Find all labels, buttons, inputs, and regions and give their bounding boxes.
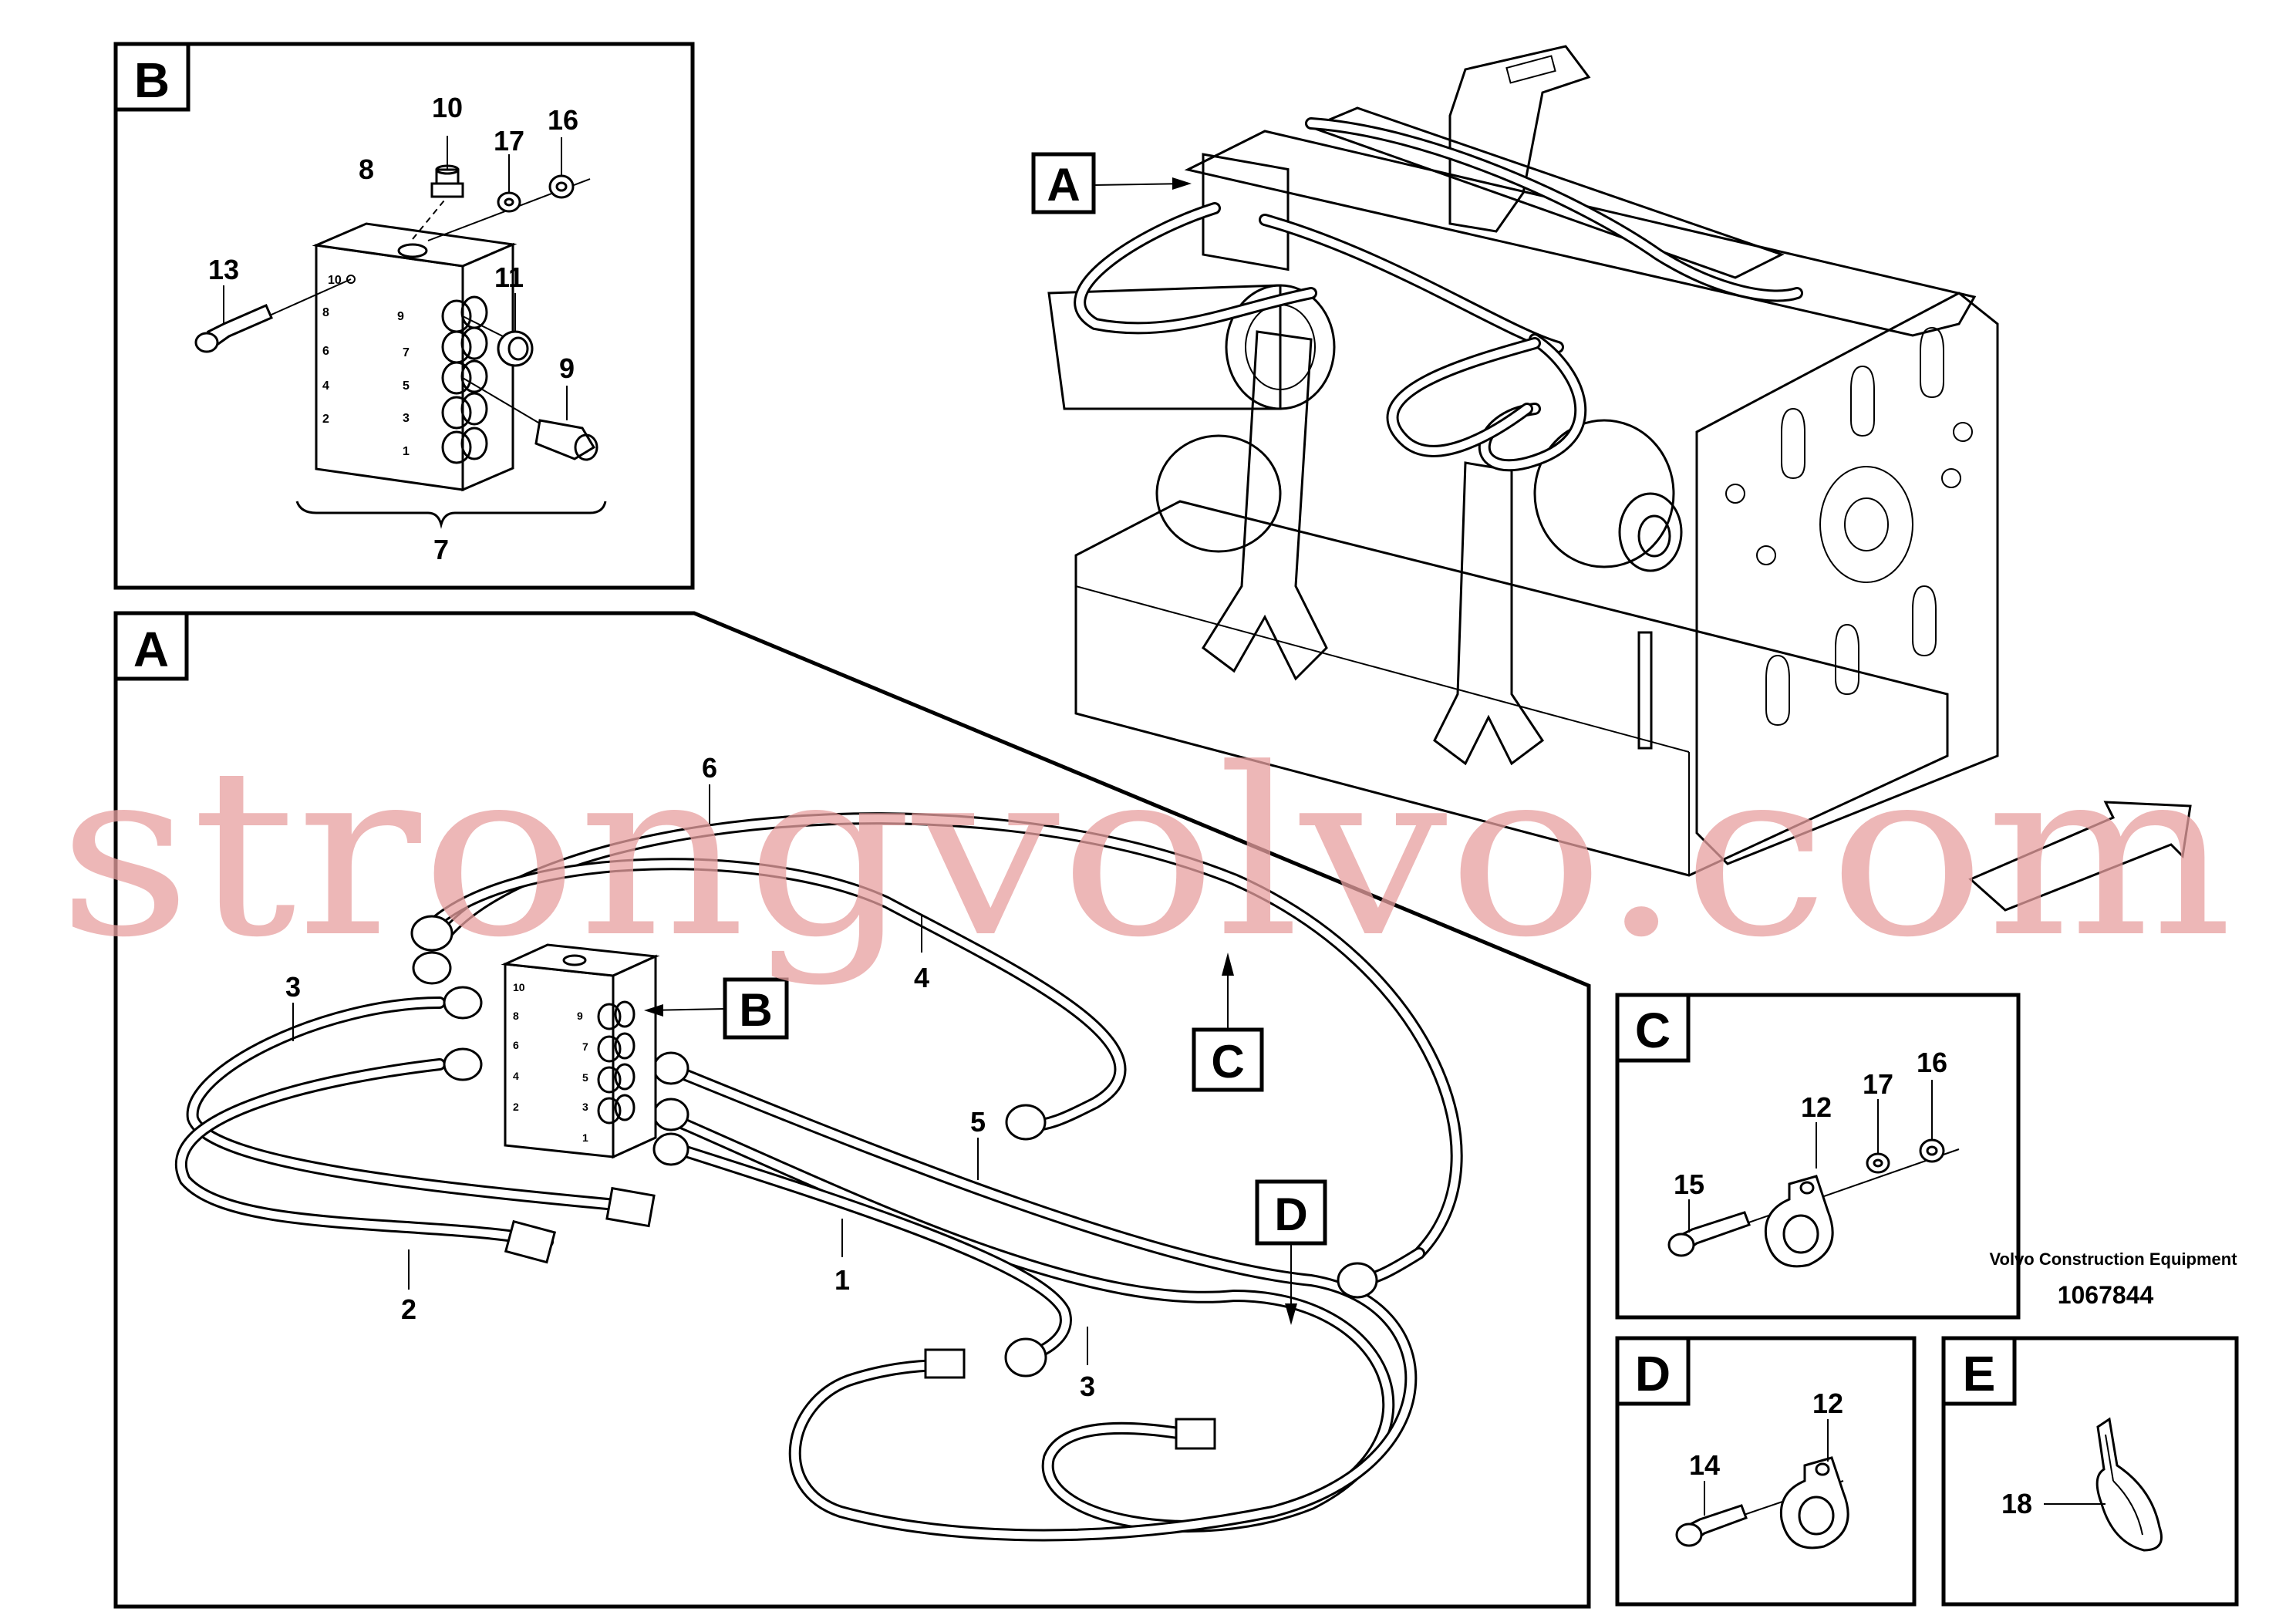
panel-d: D 12 14	[1615, 1336, 1917, 1607]
label-a-3-bottom: 3	[1080, 1371, 1095, 1402]
panel-d-leaders	[1704, 1419, 1829, 1516]
hose-2	[174, 1058, 554, 1248]
a-port-7: 7	[582, 1040, 588, 1053]
a-port-8: 8	[513, 1010, 519, 1022]
clamp-assembly-c	[1667, 1138, 1960, 1268]
direction-arrow	[1968, 801, 2192, 912]
callout-b: B	[644, 977, 789, 1040]
grease-nipple-10	[412, 136, 464, 240]
label-a-4: 4	[914, 962, 929, 993]
panel-a-letter-box	[113, 611, 189, 681]
label-b-16: 16	[548, 104, 578, 136]
panel-a-leaders	[292, 784, 1088, 1365]
panel-d-letter: D	[1635, 1346, 1671, 1401]
a-port-5: 5	[582, 1071, 588, 1084]
port-label-4: 4	[322, 379, 329, 393]
port-label-2: 2	[322, 413, 329, 426]
footer-drawing-number: 1067844	[2058, 1281, 2154, 1309]
panel-a: A	[113, 611, 1591, 1609]
a-port-6: 6	[513, 1039, 519, 1051]
hose-fittings	[410, 915, 1378, 1450]
callout-c-letter: C	[1211, 1036, 1244, 1088]
label-d-14: 14	[1689, 1449, 1720, 1481]
callout-d-letter: D	[1274, 1189, 1307, 1240]
panel-a-letter: A	[133, 622, 169, 677]
panel-c-letter-box	[1615, 993, 1691, 1063]
panel-c-letter: C	[1635, 1003, 1671, 1058]
port-label-3: 3	[403, 412, 410, 425]
label-c-12: 12	[1801, 1091, 1832, 1123]
label-b-7: 7	[433, 534, 449, 565]
port-label-6: 6	[322, 345, 329, 358]
port-label-7: 7	[403, 346, 410, 359]
panel-c-leaders	[1688, 1080, 1933, 1233]
port-label-9: 9	[397, 310, 404, 323]
a-port-1: 1	[582, 1131, 588, 1144]
label-a-6: 6	[702, 752, 717, 784]
hose-5	[673, 1066, 1418, 1542]
panel-a-frame	[113, 611, 1591, 1609]
callout-d: D	[1255, 1179, 1327, 1325]
a-port-9: 9	[577, 1010, 583, 1022]
port-label-10: 10	[328, 274, 342, 287]
assembly-brace	[295, 501, 607, 529]
label-b-8: 8	[359, 153, 374, 185]
label-b-10: 10	[432, 92, 463, 123]
port-label-1: 1	[403, 445, 410, 458]
panel-e-frame	[1941, 1336, 2239, 1607]
label-c-15: 15	[1674, 1168, 1704, 1200]
label-c-17: 17	[1863, 1068, 1893, 1100]
label-b-17: 17	[494, 125, 524, 157]
panel-b-letter: B	[134, 52, 170, 108]
callout-a-letter: A	[1047, 159, 1080, 211]
adapter-9	[462, 377, 598, 461]
callout-b-letter: B	[739, 984, 772, 1036]
label-a-2: 2	[401, 1293, 416, 1325]
label-d-12: 12	[1812, 1388, 1843, 1419]
callout-c: C	[1192, 953, 1264, 1092]
panel-e-letter-box	[1941, 1336, 2017, 1406]
plug-11	[462, 293, 534, 367]
label-e-18: 18	[2001, 1488, 2032, 1519]
port-label-8: 8	[322, 306, 329, 319]
hose-3-bottom	[673, 1143, 1072, 1364]
a-port-2: 2	[513, 1101, 519, 1113]
a-port-4: 4	[513, 1070, 519, 1082]
panel-d-frame	[1615, 1336, 1917, 1607]
label-c-16: 16	[1917, 1047, 1947, 1078]
label-b-9: 9	[559, 352, 575, 384]
panel-d-letter-box	[1615, 1336, 1691, 1406]
a-port-3: 3	[582, 1101, 588, 1113]
washer-17-nut-16	[427, 137, 591, 241]
hose-4	[430, 858, 1127, 1132]
clamp-assembly-d	[1675, 1456, 1849, 1549]
panel-c-frame	[1615, 993, 2021, 1320]
panel-b-frame	[113, 42, 695, 590]
cable-tie-18	[2095, 1417, 2163, 1552]
panel-e: E 18	[1941, 1336, 2239, 1607]
bolt-13	[194, 278, 352, 353]
footer-company: Volvo Construction Equipment	[1989, 1249, 2237, 1269]
distribution-block: 10 9 8 7 6 5 4 3 2 1	[312, 222, 518, 492]
label-a-5: 5	[970, 1106, 986, 1138]
panel-a-distribution-block: 10 9 8 7 6 5 4 3 2 1	[501, 943, 660, 1159]
a-port-10: 10	[513, 981, 525, 993]
label-a-3-top: 3	[285, 971, 301, 1003]
machine-overview: A	[1031, 45, 1999, 877]
label-b-11: 11	[494, 261, 524, 293]
panel-b-letter-box	[113, 42, 190, 112]
port-label-5: 5	[403, 379, 410, 393]
label-b-13: 13	[208, 254, 239, 285]
callout-a-box	[1031, 152, 1096, 214]
panel-e-letter: E	[1963, 1346, 1996, 1401]
panel-c: C 12 17 16 15	[1615, 993, 2021, 1320]
panel-b: B 10 9 8 7 6	[113, 42, 695, 590]
watermark: strongvolvo.com	[58, 719, 2233, 988]
label-a-1: 1	[834, 1264, 850, 1296]
hose-6	[437, 812, 1463, 1259]
hose-1	[665, 1112, 1395, 1533]
